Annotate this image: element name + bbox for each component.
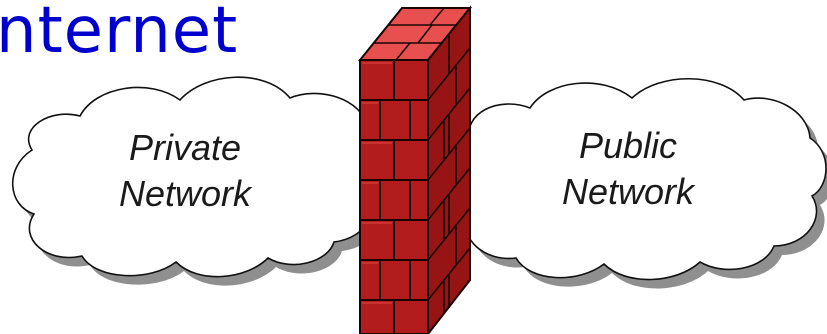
private-network-label-line1: Private xyxy=(129,127,241,168)
firewall-front-face xyxy=(360,60,428,334)
brick-firewall-icon xyxy=(360,8,470,334)
public-network-label-line2: Network xyxy=(562,171,696,212)
private-network-label-line2: Network xyxy=(119,173,253,214)
private-network-cloud: Private Network xyxy=(13,77,393,285)
public-network-label-line1: Public xyxy=(579,125,677,166)
public-network-cloud: Public Network xyxy=(448,79,827,289)
page-title: nternet xyxy=(0,0,238,68)
